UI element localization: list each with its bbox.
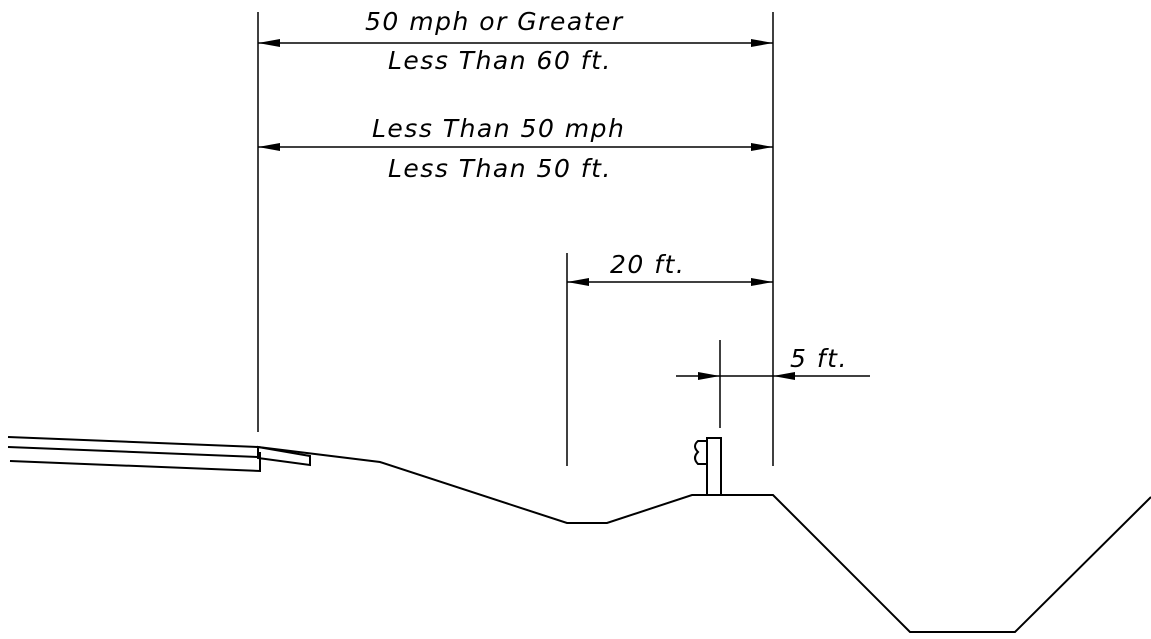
- pavement-top-line: [7, 436, 259, 448]
- arrowhead-left: [567, 278, 589, 286]
- shoulder-wedge: [257, 445, 311, 467]
- ground-profile: [257, 446, 1151, 633]
- guardrail: [694, 437, 722, 496]
- arrowhead-left: [698, 372, 720, 380]
- dimension-label: 5 ft.: [790, 344, 848, 373]
- dimension-20ft: 20 ft.: [567, 250, 773, 286]
- arrowhead-right: [773, 372, 795, 380]
- dimension-5ft: 5 ft.: [676, 344, 870, 380]
- dimension-speed-label: Less Than 50 mph: [372, 114, 625, 143]
- arrowhead-left: [258, 143, 280, 151]
- dimension-speed-label: 50 mph or Greater: [365, 7, 624, 36]
- arrowhead-right: [751, 143, 773, 151]
- dimension-50mph-or-greater: 50 mph or Greater Less Than 60 ft.: [258, 7, 773, 75]
- dimension-less-than-50mph: Less Than 50 mph Less Than 50 ft.: [258, 114, 773, 183]
- guardrail-beam: [694, 440, 707, 465]
- arrowhead-right: [751, 278, 773, 286]
- guardrail-post: [706, 437, 722, 496]
- dimension-label: 20 ft.: [610, 250, 685, 279]
- dimension-distance-label: Less Than 50 ft.: [388, 154, 612, 183]
- pavement-middle-line: [7, 446, 259, 458]
- arrowhead-right: [751, 39, 773, 47]
- roadway-pavement: [7, 436, 261, 473]
- arrowhead-left: [258, 39, 280, 47]
- dimension-distance-label: Less Than 60 ft.: [388, 46, 612, 75]
